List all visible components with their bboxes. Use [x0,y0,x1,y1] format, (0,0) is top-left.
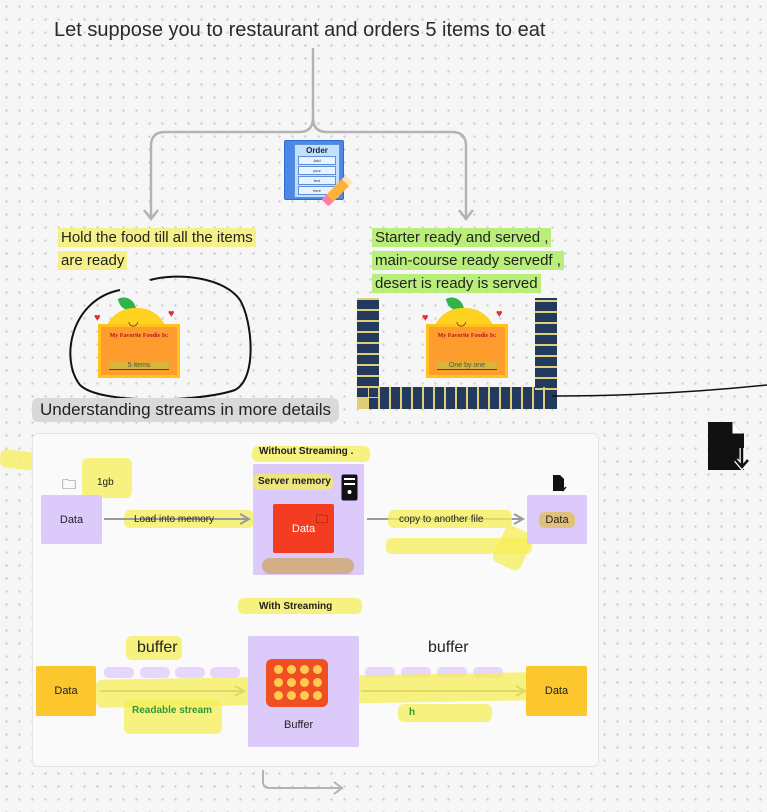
highlight-mark [388,510,512,528]
buffer-chunk [401,667,431,678]
highlight-mark [82,458,132,498]
stream-note: h [409,707,416,718]
folder-icon: 🗀 [316,512,329,526]
heart-icon: ♥ [422,312,429,324]
right-note-line: desert is ready is served [372,274,541,293]
memory-data-box[interactable]: Data [273,504,334,553]
foodie-sticker-left[interactable]: ♥ ♥ My Favorite Foodie Is: 5 items ◡ [90,294,182,378]
with-streaming-heading: With Streaming [259,601,333,612]
buffer-chunk [140,667,170,678]
highlight-mark [124,700,222,734]
order-row: Add [298,156,336,165]
order-title: Order [306,146,328,155]
buffer-chunk [104,667,134,678]
left-note-line: Hold the food till all the items [58,228,256,247]
buffer-chunk [437,667,467,678]
left-note[interactable]: Hold the food till all the items are rea… [58,226,256,272]
source-data-box[interactable]: Data [41,495,102,544]
server-memory-title: Server memory [258,476,331,487]
file-download-icon[interactable] [706,420,754,474]
highlight-mark [398,704,492,722]
right-note-line: Starter ready and served , [372,228,552,247]
file-download-icon [553,475,567,492]
target-data-box[interactable]: Data [527,495,587,544]
buffer-chunk [365,667,395,678]
highlight-mark [253,474,333,490]
stream-target-box[interactable]: Data [526,666,587,716]
stream-source-box[interactable]: Data [36,666,96,716]
highlight-mark [252,446,370,462]
server-icon [341,474,358,501]
buffer-grid-icon [266,659,328,707]
foodie-card: My Favorite Foodie Is: 5 items [98,324,180,378]
highlight-mark [126,636,182,660]
buffer-label-left: buffer [137,639,178,656]
heart-icon: ♥ [94,312,101,324]
highlight-mark [238,598,362,614]
right-note-line: main-course ready servedf , [372,251,564,270]
foodie-sticker-right[interactable]: ♥ ♥ My Favorite Foodie Is: One by one ◡ [418,294,510,378]
buffer-chunk [175,667,205,678]
page-title: Let suppose you to restaurant and orders… [54,19,546,41]
highlight-mark [262,558,354,574]
without-streaming-heading: Without Streaming . [259,446,354,457]
right-note[interactable]: Starter ready and served , main-course r… [372,226,564,295]
target-data-label: Data [539,511,575,528]
foodie-card-value: 5 items [109,362,169,370]
buffer-box-label: Buffer [284,719,314,731]
buffer-chunk [210,667,240,678]
heart-icon: ♥ [496,308,503,320]
foodie-card: My Favorite Foodie Is: One by one [426,324,508,378]
readable-stream-label: Readable stream [132,705,213,716]
step-copy-label: copy to another file [399,514,484,525]
left-note-line: are ready [58,251,128,270]
smile-icon: ◡ [128,314,139,328]
order-row: your [298,166,336,175]
source-size: 1gb [97,477,114,488]
folder-icon: 🗀 [62,476,76,492]
smile-icon: ◡ [456,314,467,328]
order-row: text [298,176,336,185]
foodie-card-title: My Favorite Foodie Is: [109,333,169,339]
foodie-card-value: One by one [437,362,497,370]
foodie-card-title: My Favorite Foodie Is: [437,333,497,339]
buffer-label-right: buffer [428,639,469,656]
section-label[interactable]: Understanding streams in more details [32,398,340,422]
step-load-label: Load into memory [134,514,215,525]
heart-icon: ♥ [168,308,175,320]
